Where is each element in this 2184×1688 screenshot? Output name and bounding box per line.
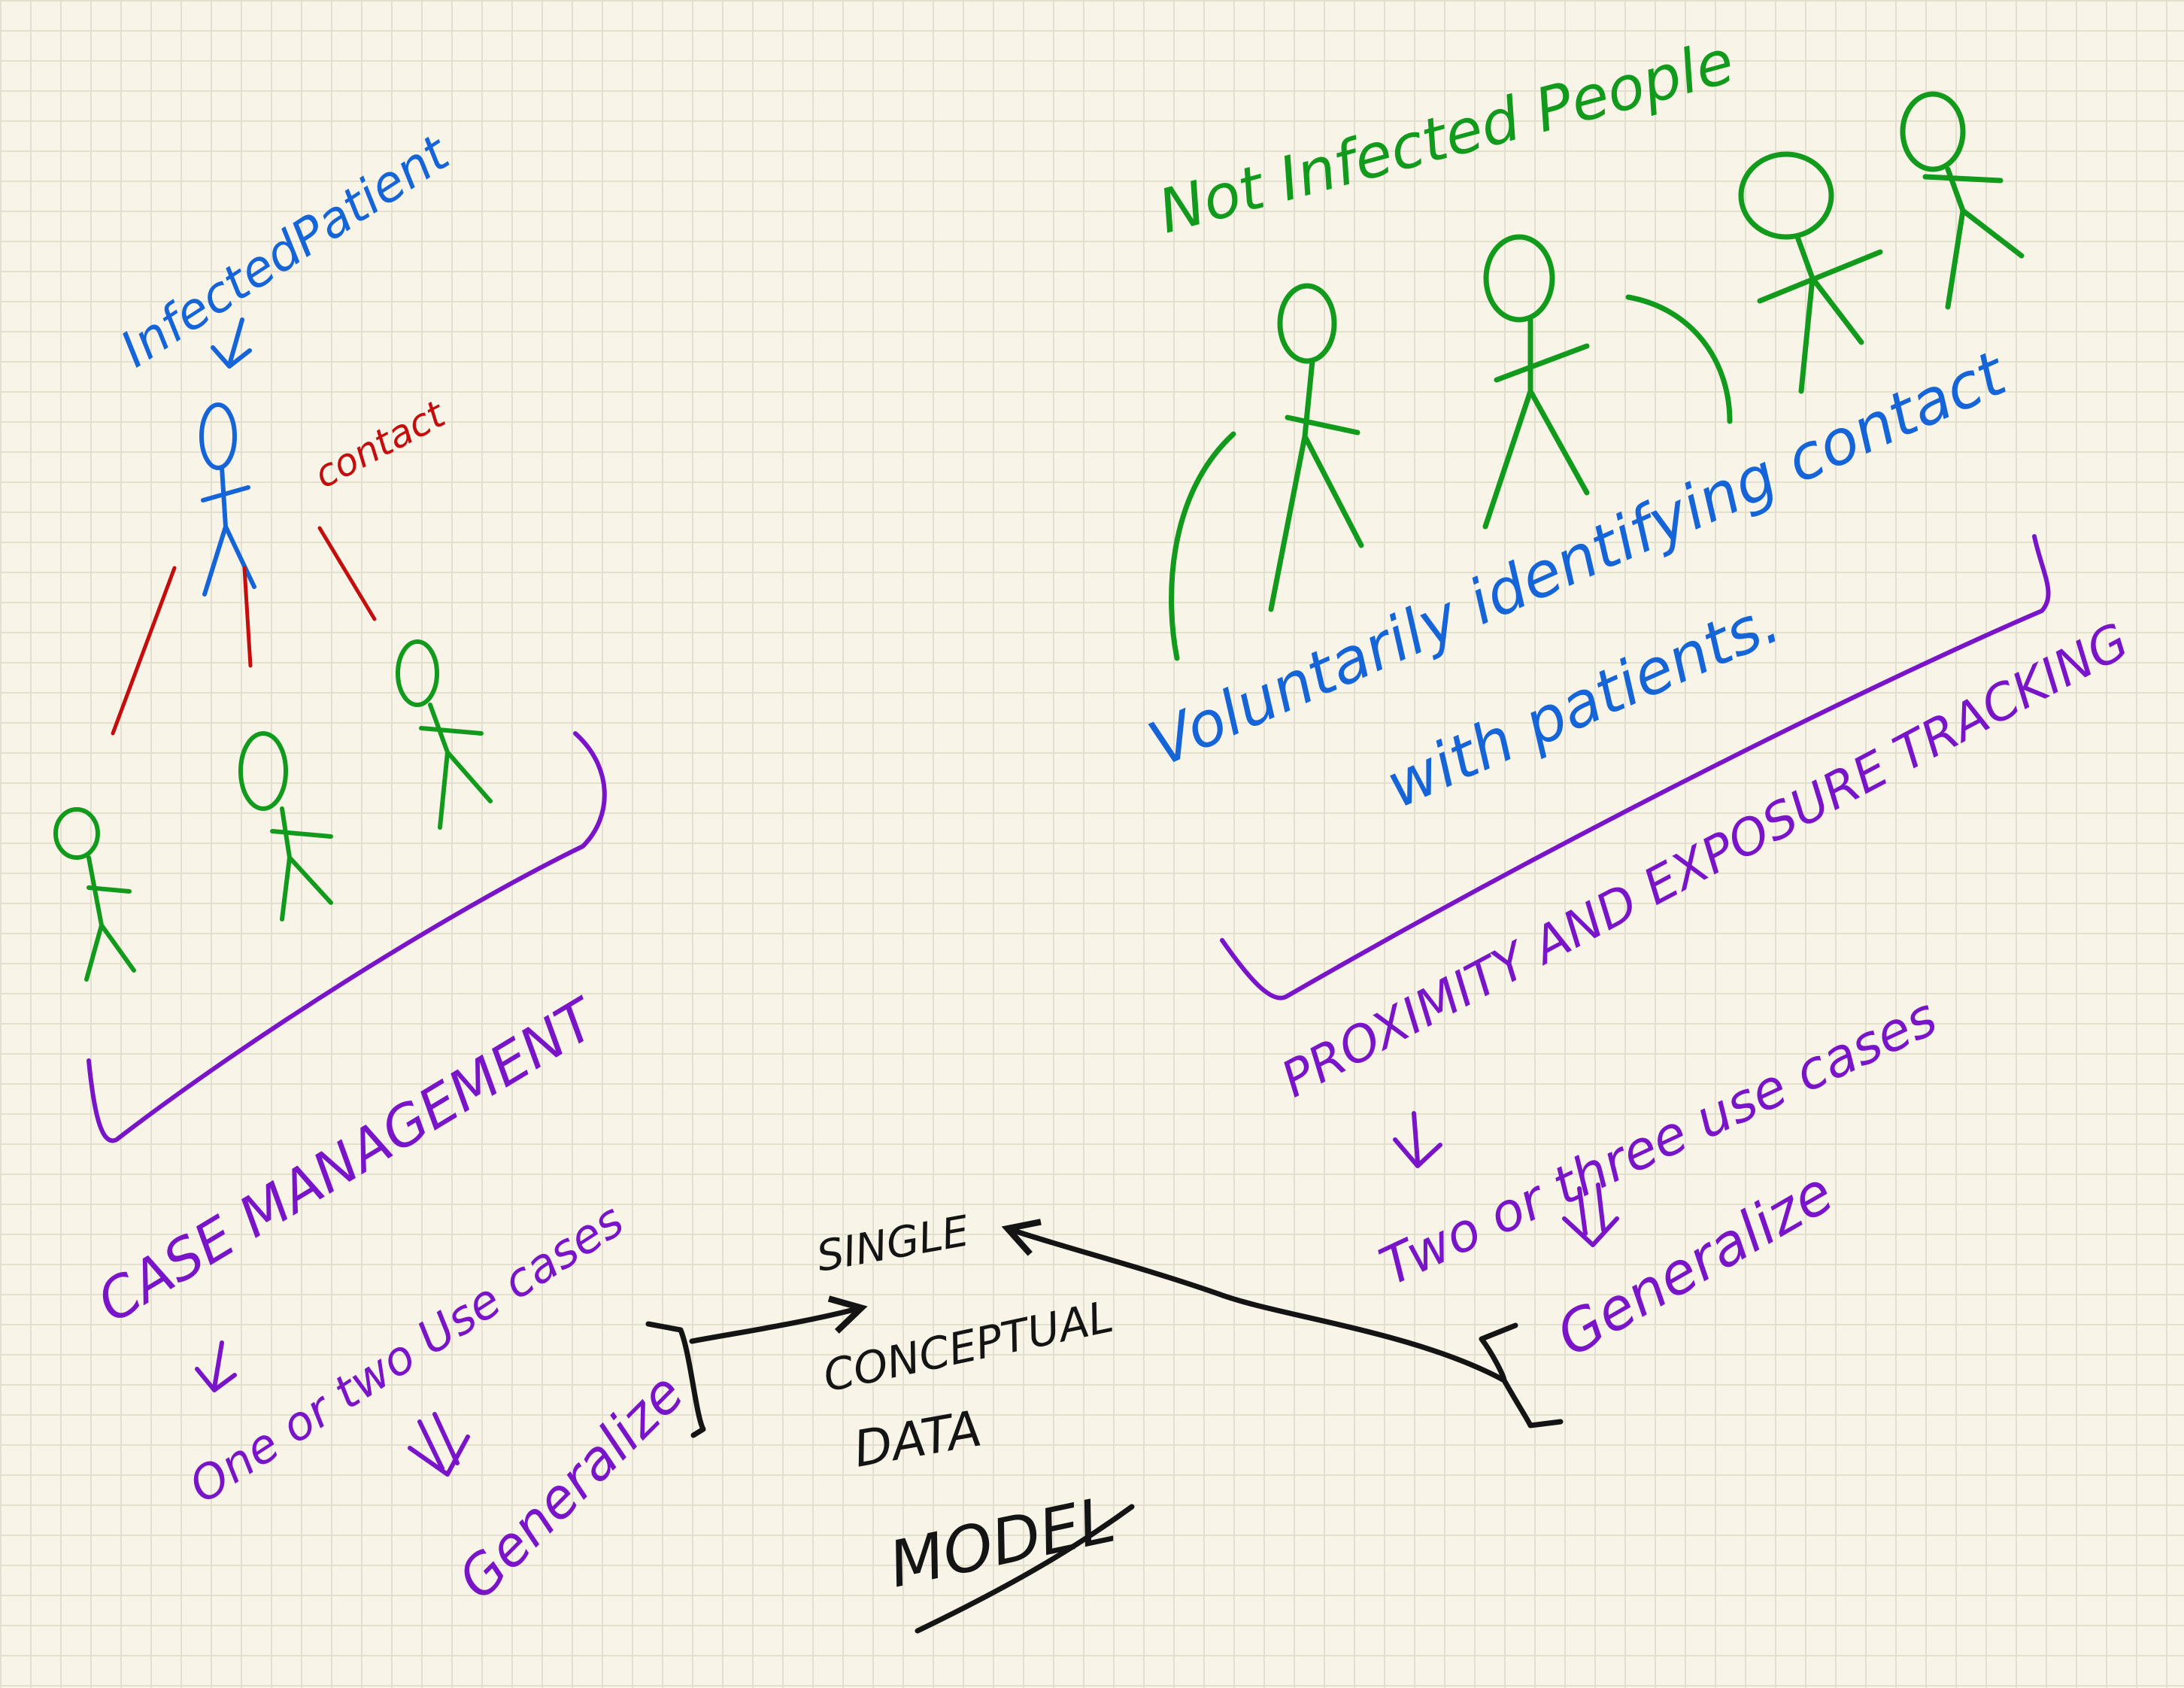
- model-line-single: SINGLE: [813, 1207, 973, 1282]
- generalize-left-label: Generalize: [446, 1362, 696, 1611]
- contact-figure-head: [396, 639, 439, 707]
- not-infected-figure: [1900, 91, 2025, 310]
- right-to-model-arrow: [1001, 1219, 1507, 1383]
- not-infected-figure-head: [1738, 151, 1834, 240]
- not-infected-people-label: Not Infected People: [1151, 26, 1741, 247]
- not-infected-figure-body: [1757, 234, 1883, 394]
- not-infected-figure-body: [1268, 358, 1364, 612]
- left-to-model-arrow: [689, 1295, 868, 1344]
- model-line-model: MODEL: [883, 1483, 1121, 1602]
- double-down-arrow-icon: [408, 1412, 470, 1477]
- proximity-tracking-bracket: [1220, 534, 2051, 1000]
- infected-pointer-arrow: [211, 317, 252, 369]
- not-infected-figure-body: [1922, 166, 2025, 310]
- infected-patient-label: InfectedPatient: [111, 123, 460, 378]
- contact-figure-body: [419, 703, 493, 830]
- infected-patient-body: [201, 466, 256, 597]
- contact-figure: [396, 639, 493, 830]
- contact-figure: [53, 807, 136, 982]
- case-management-bracket: [86, 731, 607, 1143]
- not-infected-figure-body: [1482, 317, 1590, 530]
- contact-line: [111, 566, 177, 736]
- motion-line: [1169, 431, 1236, 661]
- contact-figure-head: [53, 807, 100, 860]
- contact-figure: [238, 731, 333, 921]
- model-underline: [915, 1504, 1135, 1634]
- not-infected-figure: [1625, 151, 1883, 424]
- down-arrow-icon: [1393, 1111, 1442, 1168]
- contact-figure-body: [270, 806, 333, 921]
- contact-line: [242, 566, 253, 668]
- contact-line: [317, 526, 377, 621]
- contact-lines: [111, 526, 377, 736]
- contact-figure-head: [238, 731, 288, 811]
- infected-patient-head: [199, 402, 237, 470]
- contact-figure-body: [84, 855, 136, 982]
- not-infected-figure-head: [1900, 91, 1966, 172]
- down-arrow-icon: [195, 1340, 237, 1392]
- single-conceptual-data-model: SINGLE CONCEPTUAL DATA MODEL: [813, 1207, 1135, 1634]
- not-infected-figure: [1482, 234, 1590, 530]
- not-infected-figure: [1169, 283, 1364, 661]
- infected-patient-figure: [199, 402, 256, 597]
- motion-line: [1625, 294, 1733, 424]
- model-line-data: DATA: [849, 1399, 985, 1478]
- left-generalize-bracket: [645, 1321, 706, 1438]
- not-infected-figure-head: [1277, 283, 1337, 364]
- double-down-arrow-icon: [1562, 1183, 1619, 1247]
- contact-label: contact: [307, 391, 453, 496]
- model-line-conceptual: CONCEPTUAL: [819, 1291, 1118, 1402]
- not-infected-figure-head: [1483, 234, 1555, 323]
